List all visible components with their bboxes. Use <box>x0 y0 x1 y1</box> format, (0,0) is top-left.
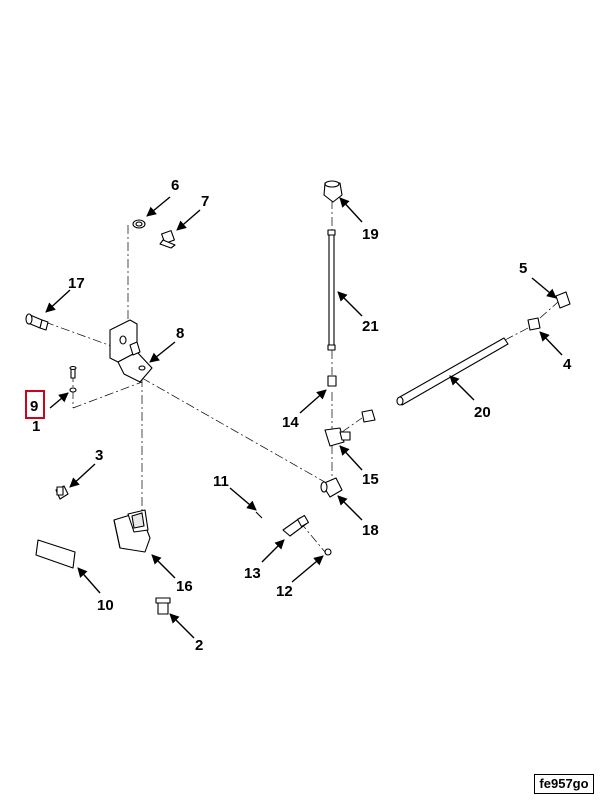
part-14-nut <box>327 375 337 387</box>
figure-id: fe957go <box>534 774 594 794</box>
part-1-washer <box>69 387 77 393</box>
callout-18: 18 <box>362 522 379 539</box>
part-5-fitting <box>555 291 571 309</box>
callout-11: 11 <box>213 473 229 490</box>
callout-13: 13 <box>244 565 261 582</box>
part-18-elbow <box>320 477 343 498</box>
part-15-tee <box>324 427 351 447</box>
callout-15: 15 <box>362 471 379 488</box>
callout-12: 12 <box>276 583 293 600</box>
callout-10: 10 <box>97 597 114 614</box>
part-2-plug <box>155 597 171 615</box>
part-17-fitting <box>25 313 49 331</box>
callout-3: 3 <box>95 447 103 464</box>
part-12-clip <box>324 548 332 556</box>
part-19-fitting <box>323 180 343 203</box>
leader-lines <box>45 196 563 639</box>
part-3-fitting <box>55 485 69 500</box>
callout-5: 5 <box>519 260 527 277</box>
part-7-bolt <box>159 230 176 249</box>
part-10-label-plate <box>35 539 76 569</box>
part-20-rod <box>396 337 509 406</box>
callout-7: 7 <box>201 193 209 210</box>
callout-1: 1 <box>32 418 40 435</box>
part-16-solenoid <box>113 509 151 553</box>
callout-2: 2 <box>195 637 203 654</box>
part-11-pin <box>255 511 263 519</box>
tee-side-fitting <box>361 409 376 423</box>
callout-4: 4 <box>563 356 572 373</box>
callout-19: 19 <box>362 226 379 243</box>
callout-21: 21 <box>362 318 379 335</box>
callout-16: 16 <box>176 578 193 595</box>
highlight-box <box>25 390 45 419</box>
part-21-tube <box>327 229 336 351</box>
part-9-screw <box>69 365 77 379</box>
callout-8: 8 <box>176 325 184 342</box>
part-6-oring <box>132 219 146 229</box>
callout-14: 14 <box>282 414 299 431</box>
callout-9[interactable]: 9 <box>30 398 38 415</box>
callout-17: 17 <box>68 275 85 292</box>
part-8-bracket <box>109 319 153 383</box>
callout-labels: 1 2 3 4 5 6 7 8 9 10 11 12 13 14 15 16 1… <box>25 177 572 654</box>
assembly-centerlines <box>44 200 559 553</box>
callout-6: 6 <box>171 177 179 194</box>
part-13-connector <box>282 514 310 537</box>
callout-20: 20 <box>474 404 491 421</box>
part-4-nut <box>527 317 541 331</box>
